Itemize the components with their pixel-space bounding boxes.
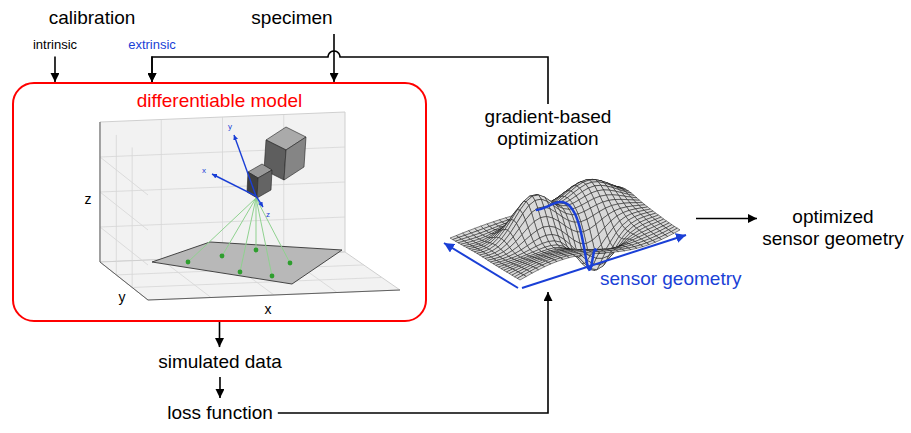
camera-rays <box>186 198 293 278</box>
ray-dot <box>238 270 243 275</box>
group-heading: calibration <box>49 8 136 29</box>
model-box: differentiable model <box>12 82 427 322</box>
node-text: optimized sensor geometry <box>762 206 904 250</box>
output-label: optimized sensor geometry <box>760 204 906 252</box>
flow-arrow <box>219 377 221 398</box>
axis-label: x <box>265 302 272 317</box>
node-text: differentiable model <box>14 90 425 112</box>
surface-cell <box>517 275 526 280</box>
flow-arrow <box>278 292 548 413</box>
ray-line <box>188 198 256 262</box>
node-text: loss function <box>167 402 273 424</box>
ray-line <box>240 198 256 272</box>
camera-axis-label: x <box>202 167 206 176</box>
axis-label: y <box>119 290 126 305</box>
specimen-plate <box>152 242 342 284</box>
geometry-arrow <box>444 243 518 288</box>
loss-label: loss function <box>165 400 275 426</box>
axis-arrow <box>256 196 263 207</box>
ray-line <box>256 198 290 263</box>
ray-dot <box>186 260 191 265</box>
node-subtext: sensor geometry <box>600 268 742 290</box>
plot-3d <box>100 112 400 300</box>
node-text: extrinsic <box>128 38 176 53</box>
camera-axes <box>212 135 263 207</box>
flow-arrow <box>219 322 221 347</box>
axis-line <box>100 122 101 262</box>
ray-line <box>222 198 256 256</box>
input-label: extrinsic <box>126 36 178 55</box>
optimizer-surface: gradient-based optimizationsensor geomet… <box>440 104 700 290</box>
loss-surface <box>450 179 680 280</box>
grid-line <box>100 157 148 195</box>
ray-dot <box>288 261 293 266</box>
flow-arrow <box>54 56 56 82</box>
grid-line <box>100 182 345 192</box>
grid-line <box>100 217 345 227</box>
input-label: specimen <box>249 5 334 31</box>
ray-dot <box>254 248 259 253</box>
grid-line <box>100 147 345 157</box>
node-text: simulated data <box>158 351 282 373</box>
optimization-path <box>536 202 597 270</box>
ray-line <box>256 198 272 276</box>
flow-arrow <box>333 34 335 82</box>
camera-body <box>247 127 306 198</box>
data-label: simulated data <box>156 349 284 375</box>
ray-dot <box>220 254 225 259</box>
node-text: specimen <box>251 7 332 29</box>
axis-arrow <box>212 174 256 196</box>
node-text: gradient-based optimization <box>440 106 656 150</box>
ray-line <box>256 198 257 250</box>
ray-dot <box>270 274 275 279</box>
plot-grid <box>100 115 382 298</box>
lens-face <box>257 170 272 198</box>
flow-arrow <box>696 218 757 220</box>
back-pane <box>100 112 345 262</box>
grid-line <box>100 227 148 265</box>
axis-line <box>148 290 400 300</box>
camera-axis-label: y <box>228 123 232 132</box>
grid-line <box>100 192 148 230</box>
node-text: intrinsic <box>33 38 77 53</box>
axis-label: z <box>85 192 92 207</box>
camera-face <box>284 137 306 180</box>
input-label: intrinsic <box>31 36 79 55</box>
camera-axis-label: z <box>266 211 270 220</box>
